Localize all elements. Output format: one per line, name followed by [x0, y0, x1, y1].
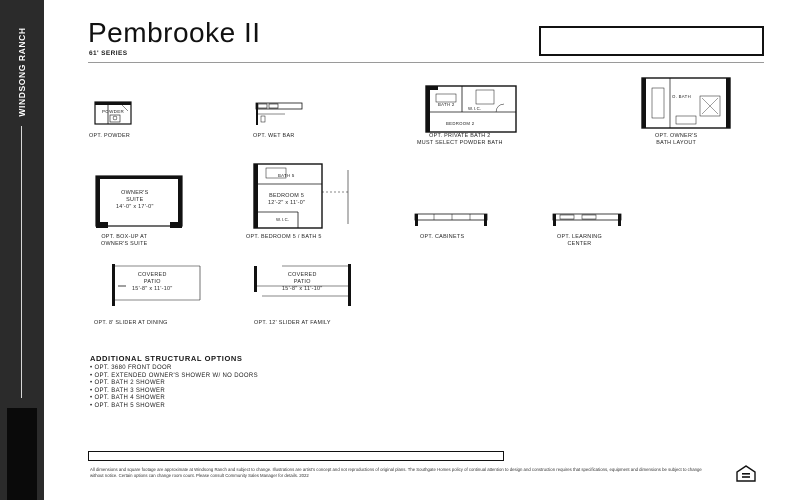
plan-label: COVERED PATIO 15'-8" x 11'-10": [282, 272, 323, 293]
plan-label: COVERED PATIO 15'-8" x 11'-10": [132, 272, 173, 293]
plan-caption: OPT. 12' SLIDER AT FAMILY: [254, 320, 331, 326]
header-divider: [88, 62, 764, 63]
logo-box: [539, 26, 764, 56]
list-item: • OPT. BATH 2 SHOWER: [90, 380, 165, 387]
plan-label: BEDROOM 5 12'-2" x 11'-0": [268, 193, 306, 207]
options-list: • OPT. 3680 FRONT DOOR • OPT. EXTENDED O…: [90, 365, 258, 411]
sidebar-bottom-block: [7, 408, 37, 500]
plan-caption: OPT. OWNER'S BATH LAYOUT: [655, 133, 698, 147]
list-item: • OPT. BATH 4 SHOWER: [90, 395, 165, 402]
plan-bedroom-5: BATH 5 BEDROOM 5 12'-2" x 11'-0" W.I.C.: [252, 162, 352, 232]
plan-private-bath-2: BATH 2 W.I.C. BEDROOM 2: [424, 84, 524, 134]
plan-caption: OPT. LEARNING CENTER: [557, 234, 602, 248]
list-item: • OPT. BATH 5 SHOWER: [90, 402, 165, 409]
plan-caption: OPT. POWDER: [89, 133, 131, 139]
plan-powder: POWDER: [94, 100, 134, 126]
plan-caption: OPT. 8' SLIDER AT DINING: [94, 320, 168, 326]
page-title: Pembrooke II: [88, 17, 261, 48]
plan-owners-suite: OWNER'S SUITE 14'-0" x 17'-0": [94, 174, 186, 230]
options-title: ADDITIONAL STRUCTURAL OPTIONS: [90, 354, 243, 363]
series-label: 61' SERIES: [89, 50, 128, 57]
plan-owners-bath: O. BATH: [640, 76, 736, 130]
plan-label: W.I.C.: [468, 106, 482, 111]
brand-name: WINDSONG RANCH: [17, 27, 27, 117]
footer-box: [88, 451, 504, 461]
sidebar: WINDSONG RANCH: [0, 0, 44, 500]
plan-caption: OPT. WET BAR: [253, 133, 295, 139]
plan-label: BATH 2: [438, 102, 455, 107]
list-item: • OPT. EXTENDED OWNER'S SHOWER W/ NO DOO…: [90, 372, 258, 379]
plan-label: BATH 5: [278, 173, 295, 178]
plan-slider-family: COVERED PATIO 15'-8" x 11'-10": [252, 262, 356, 308]
plan-caption: OPT. BEDROOM 5 / BATH 5: [246, 234, 322, 240]
plan-caption: OPT. BOX-UP AT OWNER'S SUITE: [101, 234, 148, 248]
list-item: • OPT. BATH 3 SHOWER: [90, 387, 165, 394]
sidebar-rule: [21, 126, 22, 398]
equal-housing-icon: [736, 465, 756, 482]
plan-slider-dining: COVERED PATIO 15'-8" x 11'-10": [110, 262, 202, 308]
disclaimer: All dimensions and square footage are ap…: [90, 467, 702, 478]
plan-label: BEDROOM 2: [446, 121, 475, 126]
list-item: • OPT. 3680 FRONT DOOR: [90, 365, 172, 371]
plan-caption: OPT. PRIVATE BATH 2 MUST SELECT POWDER B…: [417, 133, 503, 147]
plan-cabinets: [414, 212, 488, 228]
plan-learning-center: [552, 212, 622, 228]
plan-label: O. BATH: [672, 94, 691, 99]
plan-caption: OPT. CABINETS: [420, 234, 465, 240]
plan-wet-bar: [255, 102, 303, 126]
plan-label: OWNER'S SUITE 14'-0" x 17'-0": [116, 190, 154, 211]
plan-label: POWDER: [102, 109, 125, 114]
plan-label: W.I.C.: [276, 217, 290, 222]
